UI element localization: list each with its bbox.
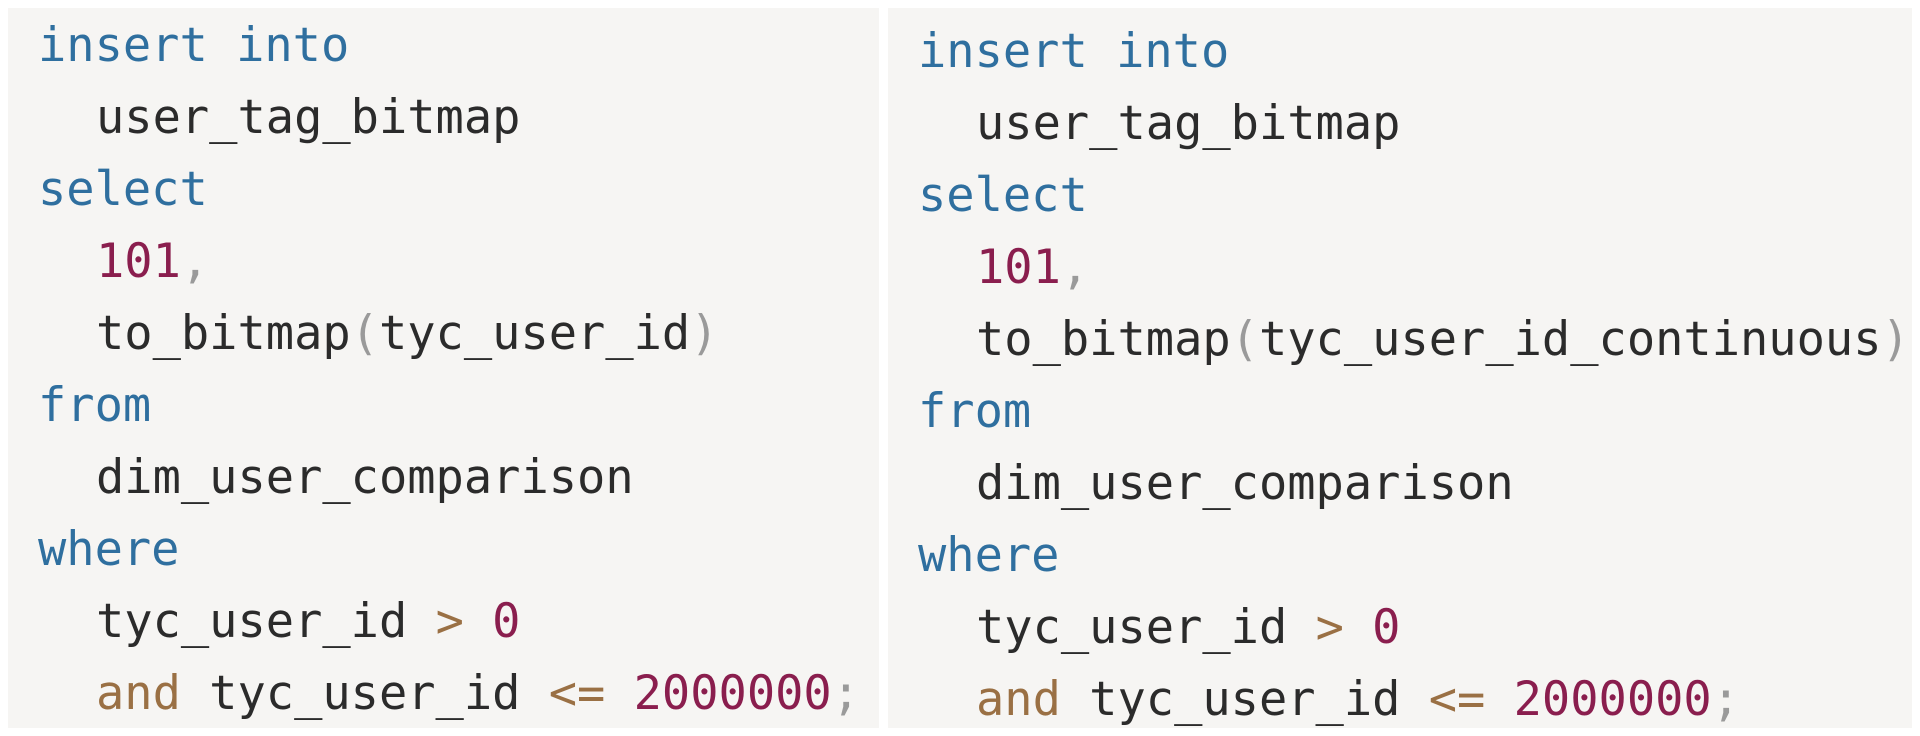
identifier: user_tag_bitmap: [96, 90, 521, 145]
punctuation: ): [690, 306, 719, 361]
sql-keyword: insert into: [38, 18, 350, 73]
code-line: select: [888, 160, 1912, 232]
identifier: tyc_user_id: [976, 600, 1316, 655]
sql-keyword: insert into: [918, 24, 1230, 79]
identifier: dim_user_comparison: [96, 450, 634, 505]
identifier: [605, 666, 633, 721]
identifier: tyc_user_id: [378, 306, 691, 361]
code-line: 101,: [888, 232, 1912, 304]
code-line: select: [8, 154, 879, 226]
operator: >: [435, 594, 464, 649]
code-line: user_tag_bitmap: [8, 82, 879, 154]
punctuation: ;: [831, 666, 861, 721]
sql-keyword: where: [918, 528, 1060, 583]
code-line: dim_user_comparison: [888, 448, 1912, 520]
code-line: dim_user_comparison: [8, 442, 879, 514]
identifier: [1485, 672, 1513, 727]
code-line: from: [8, 370, 879, 442]
identifier: [1344, 600, 1372, 655]
number-literal: 2000000: [633, 666, 832, 721]
identifier: tyc_user_id: [1060, 672, 1429, 727]
punctuation: ,: [180, 234, 210, 289]
identifier: tyc_user_id: [96, 594, 436, 649]
identifier: tyc_user_id: [180, 666, 549, 721]
number-literal: 2000000: [1513, 672, 1712, 727]
operator: and: [96, 666, 181, 721]
code-line: and tyc_user_id <= 2000000;: [888, 664, 1912, 728]
identifier: [464, 594, 492, 649]
code-line: from: [888, 376, 1912, 448]
punctuation: ;: [1711, 672, 1741, 727]
code-line: user_tag_bitmap: [888, 88, 1912, 160]
operator: <=: [1428, 672, 1486, 727]
punctuation: ,: [1060, 240, 1090, 295]
operator: >: [1315, 600, 1344, 655]
code-line: to_bitmap(tyc_user_id): [8, 298, 879, 370]
sql-keyword: where: [38, 522, 180, 577]
operator: and: [976, 672, 1061, 727]
identifier: to_bitmap: [976, 312, 1231, 367]
code-line: tyc_user_id > 0: [8, 586, 879, 658]
number-literal: 0: [1372, 600, 1401, 655]
punctuation: (: [350, 306, 379, 361]
code-line: where: [8, 514, 879, 586]
sql-keyword: select: [38, 162, 208, 217]
code-line: 101,: [8, 226, 879, 298]
number-literal: 0: [492, 594, 521, 649]
sql-keyword: from: [38, 378, 152, 433]
identifier: to_bitmap: [96, 306, 351, 361]
punctuation: (: [1230, 312, 1259, 367]
code-line: insert into: [888, 16, 1912, 88]
code-line: tyc_user_id > 0: [888, 592, 1912, 664]
code-line: where: [888, 520, 1912, 592]
code-line: and tyc_user_id <= 2000000;: [8, 658, 879, 728]
identifier: user_tag_bitmap: [976, 96, 1401, 151]
punctuation: ): [1881, 312, 1910, 367]
identifier: tyc_user_id_continuous: [1258, 312, 1882, 367]
number-literal: 101: [96, 234, 181, 289]
identifier: dim_user_comparison: [976, 456, 1514, 511]
sql-keyword: from: [918, 384, 1032, 439]
code-line: to_bitmap(tyc_user_id_continuous): [888, 304, 1912, 376]
operator: <=: [548, 666, 606, 721]
code-line: insert into: [8, 10, 879, 82]
number-literal: 101: [976, 240, 1061, 295]
sql-keyword: select: [918, 168, 1088, 223]
